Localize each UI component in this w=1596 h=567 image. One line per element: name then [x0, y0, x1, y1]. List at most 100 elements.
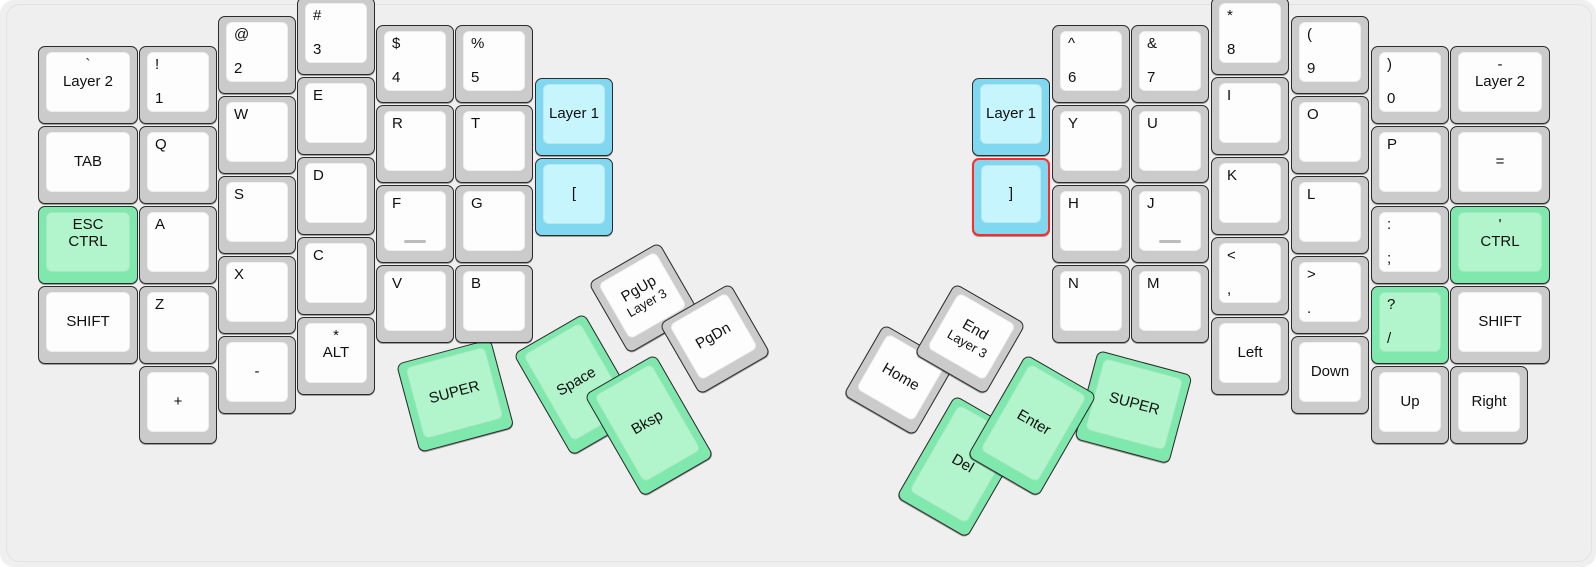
- key-l-c2-r4[interactable]: Z: [139, 286, 217, 364]
- key-cap: Layer 1: [980, 84, 1042, 144]
- key-r-c2-r4[interactable]: N: [1052, 265, 1130, 343]
- key-cap: Left: [1219, 323, 1281, 383]
- key-legend-main: Home: [879, 359, 923, 395]
- key-l-c4-r3[interactable]: D: [297, 157, 375, 235]
- key-l-c1-r2[interactable]: TAB: [38, 126, 138, 204]
- key-l-c2-r3[interactable]: A: [139, 206, 217, 284]
- key-l-c3-r1[interactable]: @2: [218, 16, 296, 94]
- key-legend-main: Layer 2: [62, 72, 114, 90]
- key-cap: Up: [1379, 372, 1441, 432]
- key-cap: :;: [1379, 212, 1441, 272]
- key-r-c6-r2[interactable]: P: [1371, 126, 1449, 204]
- key-legend-main: Up: [1400, 393, 1420, 411]
- key-cap: -: [226, 342, 288, 402]
- key-cap: SUPER: [405, 346, 504, 440]
- key-r-c3-r3[interactable]: J: [1131, 185, 1209, 263]
- key-r-c4-r3[interactable]: K: [1211, 157, 1289, 235]
- key-cap: @2: [226, 22, 288, 82]
- key-l-c7-r1[interactable]: Layer 1: [535, 78, 613, 156]
- key-l-c1-r1[interactable]: `Layer 2: [38, 46, 138, 124]
- key-legend-bottom: 8: [1227, 41, 1236, 59]
- key-legend-main: Enter: [1013, 406, 1054, 439]
- key-r-c4-r2[interactable]: I: [1211, 77, 1289, 155]
- key-legend-main: Bksp: [628, 406, 666, 439]
- key-cap: T: [463, 111, 525, 171]
- key-cap: Q: [147, 132, 209, 192]
- key-r-c7-r2[interactable]: =: [1450, 126, 1550, 204]
- key-cap: >.: [1299, 262, 1361, 322]
- key-r-c3-r1[interactable]: &7: [1131, 25, 1209, 103]
- key-cap: SUPER: [1085, 357, 1184, 451]
- key-cap: K: [1219, 163, 1281, 223]
- key-r-c2-r2[interactable]: Y: [1052, 105, 1130, 183]
- key-r-c4-r4[interactable]: <,: [1211, 237, 1289, 315]
- key-r-c7-r1[interactable]: -Layer 2: [1450, 46, 1550, 124]
- key-r-c7-r5[interactable]: Right: [1450, 366, 1528, 444]
- key-r-c6-r5[interactable]: Up: [1371, 366, 1449, 444]
- key-cap: W: [226, 102, 288, 162]
- key-r-c7-r4[interactable]: SHIFT: [1450, 286, 1550, 364]
- key-l-c7-r2[interactable]: [: [535, 158, 613, 236]
- key-r-c5-r3[interactable]: L: [1291, 176, 1369, 254]
- homing-bar-icon: [1159, 240, 1181, 243]
- key-r-c1-r2[interactable]: ]: [972, 158, 1050, 236]
- key-l-c2-r2[interactable]: Q: [139, 126, 217, 204]
- key-legend-top: K: [1227, 167, 1238, 184]
- key-cap: B: [463, 271, 525, 331]
- key-r-c5-r4[interactable]: >.: [1291, 256, 1369, 334]
- key-l-c6-r2[interactable]: T: [455, 105, 533, 183]
- key-l-c3-r5[interactable]: -: [218, 336, 296, 414]
- key-r-c3-r4[interactable]: M: [1131, 265, 1209, 343]
- key-legend-top: X: [234, 266, 245, 283]
- key-r-c7-r3[interactable]: 'CTRL: [1450, 206, 1550, 284]
- key-r-c5-r5[interactable]: Down: [1291, 336, 1369, 414]
- key-r-c6-r1[interactable]: )0: [1371, 46, 1449, 124]
- key-l-c1-r4[interactable]: SHIFT: [38, 286, 138, 364]
- key-legend-top: Y: [1068, 115, 1079, 132]
- key-r-c3-r2[interactable]: U: [1131, 105, 1209, 183]
- key-legend-main: SHIFT: [1478, 313, 1522, 331]
- key-l-c3-r2[interactable]: W: [218, 96, 296, 174]
- key-r-c6-r3[interactable]: :;: [1371, 206, 1449, 284]
- key-legend-top: $: [392, 35, 401, 52]
- key-r-c2-r1[interactable]: ^6: [1052, 25, 1130, 103]
- key-r-c5-r2[interactable]: O: [1291, 96, 1369, 174]
- key-l-c2-r1[interactable]: !1: [139, 46, 217, 124]
- key-cap: J: [1139, 191, 1201, 251]
- key-cap: N: [1060, 271, 1122, 331]
- key-l-c5-r1[interactable]: $4: [376, 25, 454, 103]
- key-legend-bottom: 1: [155, 90, 164, 108]
- key-legend-top: ESC: [72, 216, 104, 233]
- key-legend-top: Q: [155, 136, 167, 153]
- key-legend-top: ': [1498, 216, 1502, 233]
- key-r-c2-r3[interactable]: H: [1052, 185, 1130, 263]
- key-l-c5-r3[interactable]: F: [376, 185, 454, 263]
- key-legend-top: *: [1227, 7, 1233, 24]
- key-l-c4-r1[interactable]: #3: [297, 0, 375, 75]
- key-cap: I: [1219, 83, 1281, 143]
- key-l-c5-r2[interactable]: R: [376, 105, 454, 183]
- key-legend-top: Z: [155, 296, 165, 313]
- key-r-c5-r1[interactable]: (9: [1291, 16, 1369, 94]
- key-cap: L: [1299, 182, 1361, 242]
- key-cap: -Layer 2: [1458, 52, 1542, 112]
- key-r-c4-r5[interactable]: Left: [1211, 317, 1289, 395]
- key-l-c3-r4[interactable]: X: [218, 256, 296, 334]
- key-l-c6-r4[interactable]: B: [455, 265, 533, 343]
- key-cap: X: [226, 262, 288, 322]
- key-l-c5-r4[interactable]: V: [376, 265, 454, 343]
- key-l-c6-r3[interactable]: G: [455, 185, 533, 263]
- key-l-c2-r5[interactable]: +: [139, 366, 217, 444]
- key-l-c3-r3[interactable]: S: [218, 176, 296, 254]
- key-l-c4-r2[interactable]: E: [297, 77, 375, 155]
- key-cap: R: [384, 111, 446, 171]
- key-r-c6-r4[interactable]: ?/: [1371, 286, 1449, 364]
- key-l-c6-r1[interactable]: %5: [455, 25, 533, 103]
- key-r-c1-r1[interactable]: Layer 1: [972, 78, 1050, 156]
- key-r-c4-r1[interactable]: *8: [1211, 0, 1289, 75]
- key-l-c4-r4[interactable]: C: [297, 237, 375, 315]
- key-legend-bottom: 3: [313, 41, 322, 59]
- key-legend-main: SUPER: [427, 377, 482, 408]
- key-l-c4-r5[interactable]: *ALT: [297, 317, 375, 395]
